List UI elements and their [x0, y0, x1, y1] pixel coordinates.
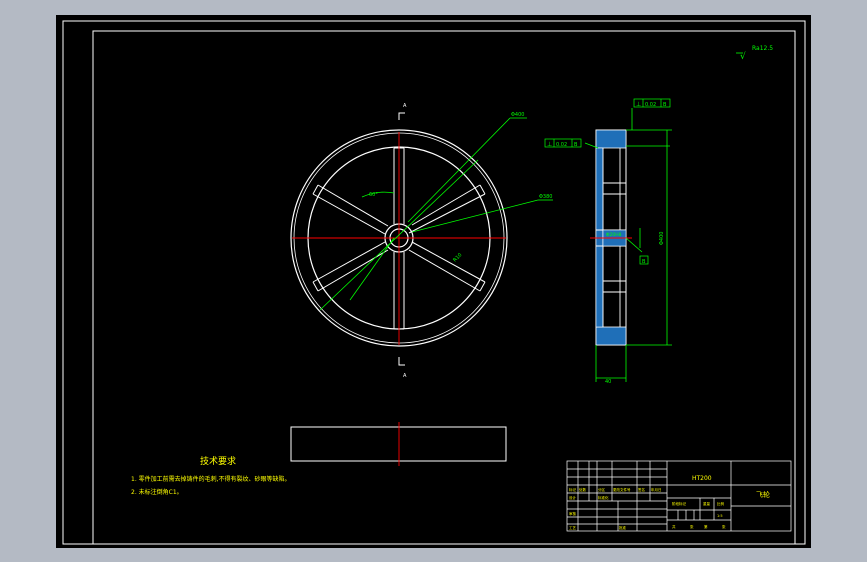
tb-scale-value: 1:5: [717, 514, 723, 518]
tb-sheet-1: 张: [690, 524, 694, 529]
width-dim-text: 40: [605, 379, 611, 385]
tol-top-value: 0.02: [645, 102, 656, 108]
tb-cell-3: 更改文件号: [613, 487, 631, 492]
paper: [56, 15, 811, 548]
title-block: [566, 460, 792, 532]
datum-label: B: [642, 259, 646, 265]
title-material: HT200: [692, 475, 712, 482]
rim-section-bottom: [595, 326, 627, 346]
top-view-rect: [290, 426, 507, 462]
side-view: ⊥ 0.02 B ⊥ 0.02 B B Φ20H8 Φ400 40: [544, 98, 672, 385]
tb-label-1: 审核: [569, 511, 577, 516]
spoke-radius-leader: [319, 159, 479, 311]
tb-cell-4: 签名: [638, 487, 645, 492]
tech-req-item-1: 1. 零件加工前需去掉铸件的毛刺,不得有裂纹、砂眼等缺陷。: [131, 475, 291, 483]
tech-req-title: 技术要求: [200, 455, 236, 467]
tol-left-datum: B: [574, 142, 578, 148]
tb-scale-label-2: 比例: [717, 501, 725, 506]
tol-left-symbol: ⊥: [547, 141, 552, 148]
tb-scale-label-1: 重量: [703, 501, 711, 506]
leader-upper: [407, 117, 511, 223]
height-dim-text: Φ400: [659, 232, 665, 245]
tb-cell-0: 标记: [569, 487, 577, 492]
leader-lower: [411, 199, 539, 233]
tb-sheet-2: 第: [704, 524, 708, 529]
leader-upper-text: Φ400: [511, 112, 524, 118]
section-mark-top: A: [403, 103, 407, 109]
tolerance-frame-left: ⊥ 0.02 B: [544, 138, 582, 148]
tol-top-datum: B: [663, 102, 667, 108]
bore-dim-text: Φ20H8: [606, 232, 622, 238]
title-part-name: 飞轮: [756, 490, 770, 499]
tb-label-3: 批准: [619, 525, 627, 530]
inner-frame: [92, 30, 796, 545]
datum-box: [639, 255, 649, 265]
tol-left-value: 0.02: [556, 142, 567, 148]
tb-scale-label-0: 阶段标记: [672, 501, 686, 506]
tb-cell-2: 分区: [598, 487, 606, 492]
tb-sheet-0: 共: [672, 524, 676, 529]
spoke-dim-text: R10: [452, 252, 463, 263]
rim-left-web: [595, 147, 604, 328]
tb-cell-1: 处数: [579, 487, 587, 492]
tb-label-4: 标准化: [598, 495, 609, 500]
tech-req-item-2: 2. 未标注倒角C1。: [131, 488, 183, 496]
leader-lower-text: Φ380: [539, 194, 552, 200]
section-mark-bottom: A: [403, 373, 407, 379]
roughness-symbol: √: [740, 51, 746, 62]
angle-dim-text: 60°: [369, 192, 378, 198]
rim-outer: [290, 129, 508, 347]
tolerance-frame-top: ⊥ 0.02 B: [633, 98, 671, 108]
tb-sheet-3: 张: [722, 524, 726, 529]
roughness-value: Ra12.5: [752, 45, 773, 52]
front-view: A A Φ400 Φ380 60° R10: [290, 103, 553, 379]
rim-section-top: [595, 129, 627, 149]
tb-label-2: 工艺: [569, 525, 577, 530]
tol-top-symbol: ⊥: [636, 101, 641, 108]
tb-cell-5: 年月日: [651, 487, 662, 492]
roughness-note: √ Ra12.5: [736, 45, 773, 62]
tb-label-0: 设计: [569, 495, 577, 500]
